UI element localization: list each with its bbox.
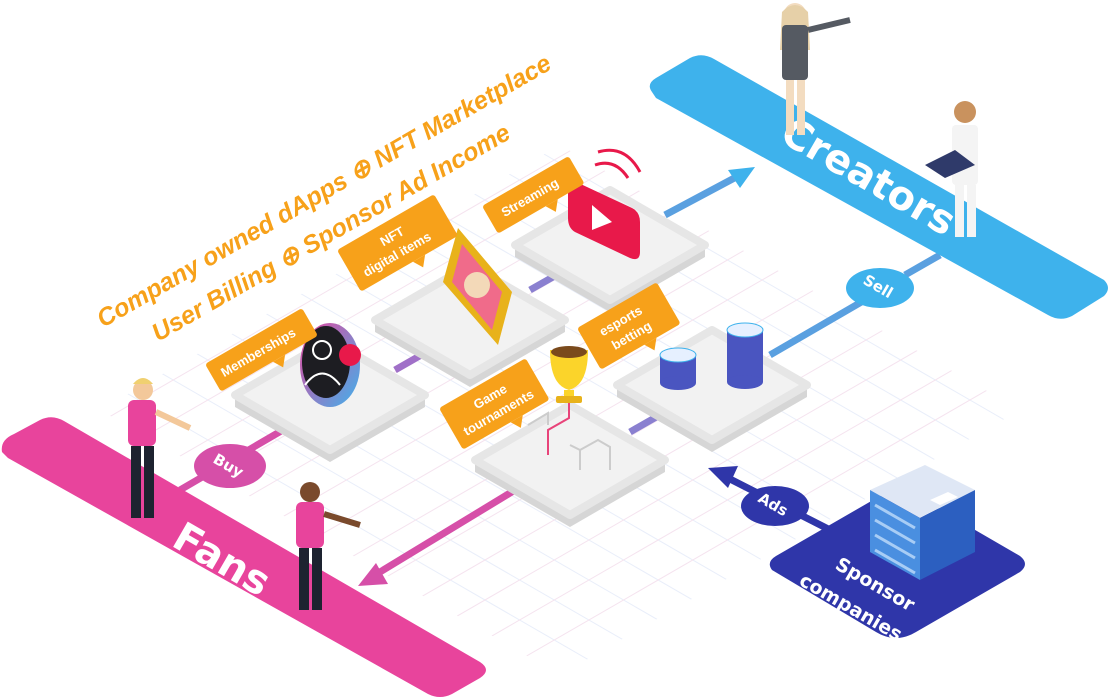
grid-line <box>100 145 235 223</box>
ads-flow-badge: Ads <box>741 486 809 526</box>
grid-line <box>100 657 131 675</box>
fan-person-1 <box>128 378 192 518</box>
fan-person-2 <box>296 482 361 610</box>
creator-singer <box>780 3 851 135</box>
game-tournaments-platform <box>471 401 669 527</box>
nft-picture-frame-icon <box>443 228 512 345</box>
nft-callout: NFT digital items <box>338 195 457 291</box>
esports-betting-callout: esports betting <box>578 283 680 369</box>
grid-line <box>100 337 685 675</box>
grid-line <box>424 330 1020 675</box>
grid-line <box>493 370 1020 675</box>
arrow-to-fans <box>358 487 517 586</box>
sell-flow-badge: Sell <box>846 268 914 308</box>
nft-platform <box>371 261 569 387</box>
grid-line <box>100 145 581 423</box>
creator-gamer <box>925 101 978 237</box>
membership-icon <box>300 323 361 407</box>
trophy-icon <box>550 346 588 403</box>
office-building-icon <box>870 465 975 580</box>
grid-line <box>100 617 200 675</box>
arrow-to-creators <box>728 167 755 188</box>
grid-line <box>100 297 754 675</box>
buy-flow-badge: Buy <box>194 444 266 488</box>
tournament-bracket-icon <box>527 403 611 470</box>
grid-line <box>100 145 165 183</box>
sponsor-companies-band: Sponsor companies <box>769 465 1025 646</box>
grid-line <box>978 650 1020 675</box>
grid-line <box>354 290 1020 675</box>
grid-line <box>1012 145 1020 150</box>
streaming-play-icon <box>568 148 642 260</box>
betting-coin-stacks-icon <box>659 322 764 390</box>
